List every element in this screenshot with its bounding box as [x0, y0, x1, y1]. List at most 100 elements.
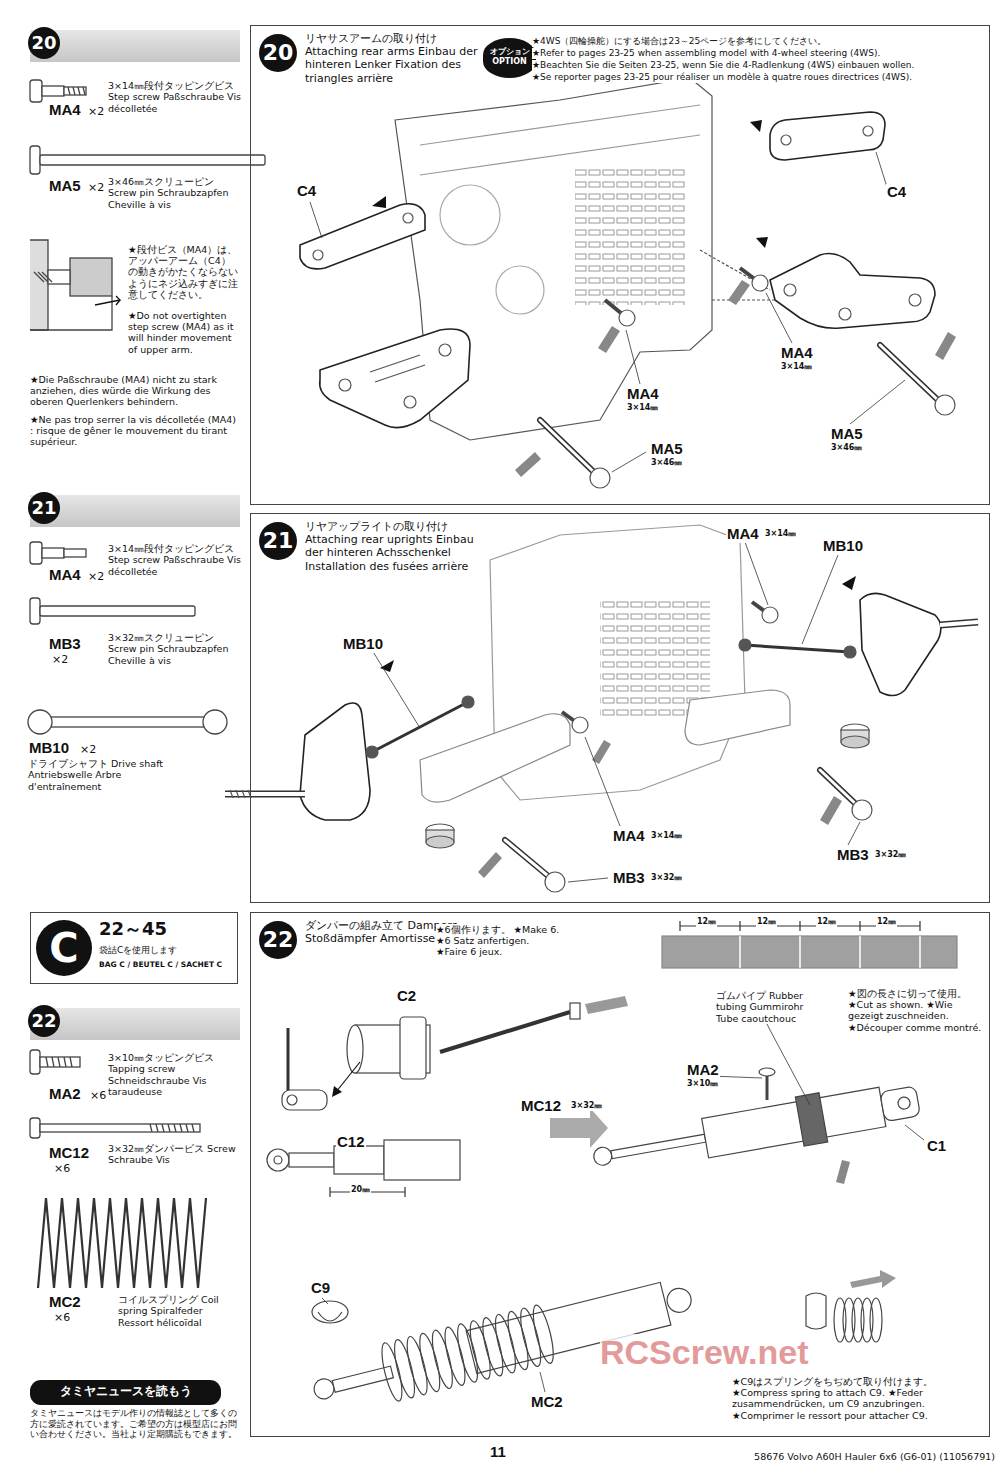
step-number: 21: [28, 492, 60, 524]
damper-assembly: [806, 1293, 826, 1329]
quantity: ×6: [90, 1090, 106, 1102]
damper-assembly: [590, 1076, 923, 1182]
chassis-rear-uprights: [739, 639, 751, 651]
damper-assembly: [880, 1086, 921, 1122]
damper-assembly: [287, 1095, 297, 1105]
part-description: ドライブシャフト Drive shaft Antriebswelle Arbre…: [28, 758, 178, 792]
damper-assembly: [384, 1140, 460, 1180]
chassis-rear-arms: [310, 152, 905, 472]
chassis-rear-arms: [420, 105, 700, 175]
dimension: 12㎜: [756, 918, 777, 927]
watermark: RCScrew.net: [600, 1334, 808, 1371]
dimension: 3×32㎜: [874, 851, 907, 860]
part-icons: [30, 1118, 40, 1138]
quantity: ×2: [88, 106, 104, 118]
part-description: 3×46㎜スクリューピン Screw pin Schraubzapfen Che…: [108, 176, 243, 210]
dimension: 3×46㎜: [830, 444, 863, 453]
screw-icon: [30, 80, 265, 174]
chassis-rear-arms: [300, 204, 425, 269]
step-screw-detail: [70, 258, 112, 296]
damper-assembly: [665, 1286, 694, 1315]
part-description: コイルスプリング Coil spring Spiralfeder Ressort…: [118, 1294, 240, 1328]
chassis-rear-uprights: [225, 525, 978, 892]
chassis-rear-uprights: [380, 576, 856, 672]
part-number: C1: [926, 1138, 947, 1155]
part-icons: [40, 717, 215, 727]
chassis-rear-arms: [770, 112, 885, 160]
part-icons: [28, 710, 52, 734]
chassis-rear-uprights: [420, 714, 570, 802]
screw-icon: [30, 146, 40, 174]
chassis-rear-uprights: [225, 791, 305, 798]
part-number: MC12: [520, 1098, 562, 1115]
damper-assembly: [611, 1134, 706, 1158]
step-number: 20: [28, 27, 60, 59]
damper-assembly: [416, 1332, 444, 1394]
damper-assembly: [491, 1313, 519, 1375]
part-number: C12: [336, 1134, 366, 1151]
dimension: 3×14㎜: [650, 832, 683, 841]
chassis-rear-arms: [320, 329, 470, 428]
chassis-rear-arms: [863, 126, 873, 136]
part-number: MA5: [48, 178, 82, 195]
damper-assembly: [441, 1325, 469, 1387]
damper-assembly: [592, 1146, 613, 1167]
part-number: MA5: [650, 441, 684, 458]
quantity: ×2: [88, 182, 104, 194]
part-icons: [40, 1057, 80, 1067]
part-number: MA4: [612, 828, 646, 845]
damper-assembly: [504, 1310, 532, 1372]
part-icons: [30, 542, 42, 564]
screw-icon: [40, 155, 265, 165]
part-number: MA4: [780, 345, 814, 362]
quantity: ×2: [88, 571, 104, 583]
damper-assembly: [795, 1093, 827, 1146]
damper-assembly: [330, 1187, 405, 1197]
step-number: 20: [259, 34, 297, 72]
part-number: C4: [886, 184, 907, 201]
quantity: ×2: [80, 744, 96, 756]
chassis-rear-arms: [540, 420, 598, 476]
part-number: MB10: [342, 636, 384, 653]
step-range: 22～45: [99, 918, 167, 940]
chassis-rear-arms: [880, 345, 940, 402]
chassis-rear-arms: [590, 468, 610, 488]
part-number: C4: [296, 183, 317, 200]
part-number: MB10: [822, 538, 864, 555]
damper-assembly: [322, 1298, 545, 1392]
kit-reference: 58676 Volvo A60H Hauler 6x6 (G6-01) (110…: [754, 1452, 995, 1462]
dimension: 3×10㎜: [686, 1080, 719, 1089]
part-description: ゴムパイプ Rubber tubing Gummirohr Tube caout…: [716, 990, 812, 1024]
step-title: リヤサスアームの取り付け Attaching rear arms Einbau …: [305, 32, 483, 85]
screw-icon: [42, 86, 64, 96]
instruction-note: ★図の長さに切って使用。 ★Cut as shown. ★Wie gezeigt…: [848, 988, 986, 1033]
dimension: 3×32㎜: [570, 1102, 603, 1111]
chassis-rear-arms: [575, 165, 685, 305]
chassis-rear-uprights: [366, 746, 378, 758]
step-screw-detail: [30, 296, 112, 330]
chassis-rear-arms: [781, 135, 791, 145]
chassis-rear-uprights: [572, 717, 588, 733]
dimension: 3×32㎜: [650, 874, 683, 883]
dimension: 12㎜: [876, 918, 897, 927]
instruction-note: ★6個作ります。 ★Make 6. ★6 Satz anfertigen. ★F…: [436, 924, 561, 958]
chassis-rear-arms: [839, 308, 851, 320]
chassis-rear-uprights: [940, 622, 978, 625]
chassis-rear-uprights: [505, 840, 553, 880]
chassis-rear-arms: [404, 396, 416, 408]
damper-assembly: [336, 1062, 360, 1092]
damper-assembly: [517, 1307, 545, 1369]
chassis-rear-arms: [909, 294, 921, 306]
damper-assembly: [428, 1329, 456, 1391]
dimension: 20㎜: [350, 1186, 371, 1195]
damper-assembly: [390, 1338, 418, 1400]
part-number: MA4: [726, 526, 760, 543]
part-description: 3×14㎜段付タッピングビス Step screw Paßschraube Vi…: [108, 543, 243, 577]
part-icons: [203, 710, 227, 734]
screw-icon: [64, 87, 86, 95]
instruction-note: ★Beachten Sie die Seiten 23-25, wenn Sie…: [532, 60, 987, 71]
step-screw-detail: [34, 272, 52, 282]
damper-assembly: [836, 1160, 850, 1184]
damper-assembly: [378, 1341, 406, 1403]
